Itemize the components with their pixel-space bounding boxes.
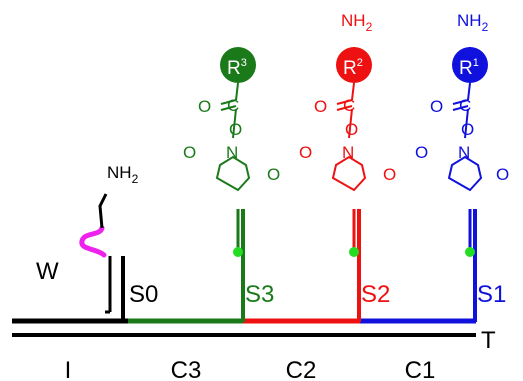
r2-ring-o-right: O	[383, 165, 396, 184]
unit-r2	[331, 47, 367, 322]
label-c1: C1	[405, 357, 436, 381]
unit-r3	[215, 82, 251, 322]
r1-ring-n: N	[458, 143, 470, 162]
label-t: T	[481, 327, 496, 354]
r3-bead	[220, 47, 256, 83]
label-i: I	[65, 357, 72, 381]
label-c2: C2	[286, 357, 317, 381]
node-s3	[233, 247, 243, 257]
r1-carbonyl-c: C	[459, 96, 471, 115]
label-s2: S2	[361, 281, 390, 308]
backbone	[12, 318, 476, 337]
r2-carbonyl-o: O	[314, 97, 327, 116]
label-s1: S1	[477, 281, 506, 308]
r3-carbonyl-c: C	[227, 96, 239, 115]
node-s1	[465, 247, 475, 257]
r3-carbonyl-o: O	[198, 97, 211, 116]
node-s2	[349, 247, 359, 257]
r1-ester-o: O	[461, 120, 474, 139]
r2-carbonyl-c: C	[343, 96, 355, 115]
r1-label: R1	[459, 57, 479, 79]
r2-bead	[336, 47, 372, 83]
r3-ring-o-right: O	[267, 165, 280, 184]
r2-ester-o: O	[345, 120, 358, 139]
r1-amine-label: NH2	[457, 11, 489, 34]
r2-label: R2	[343, 57, 363, 79]
r3-label: R3	[227, 57, 247, 79]
linker-amine-label: NH2	[107, 163, 139, 186]
r1-carbonyl-o: O	[430, 97, 443, 116]
r3-ester-o: O	[229, 120, 242, 139]
spacer-s0-group	[79, 193, 125, 321]
label-c3: C3	[171, 357, 202, 381]
r2-amine-label: NH2	[341, 11, 373, 34]
r2-ring-n: N	[342, 143, 354, 162]
r3-ring-o-left: O	[183, 143, 196, 162]
r1-ring-o-right: O	[496, 165, 509, 184]
r1-bead	[452, 47, 488, 83]
label-s3: S3	[245, 281, 274, 308]
label-w: W	[36, 258, 59, 285]
label-s0: S0	[129, 281, 158, 308]
r2-ring-o-left: O	[299, 143, 312, 162]
r1-ring-o-left: O	[415, 143, 428, 162]
r3-ring-n: N	[226, 143, 238, 162]
w-linker	[79, 225, 107, 258]
